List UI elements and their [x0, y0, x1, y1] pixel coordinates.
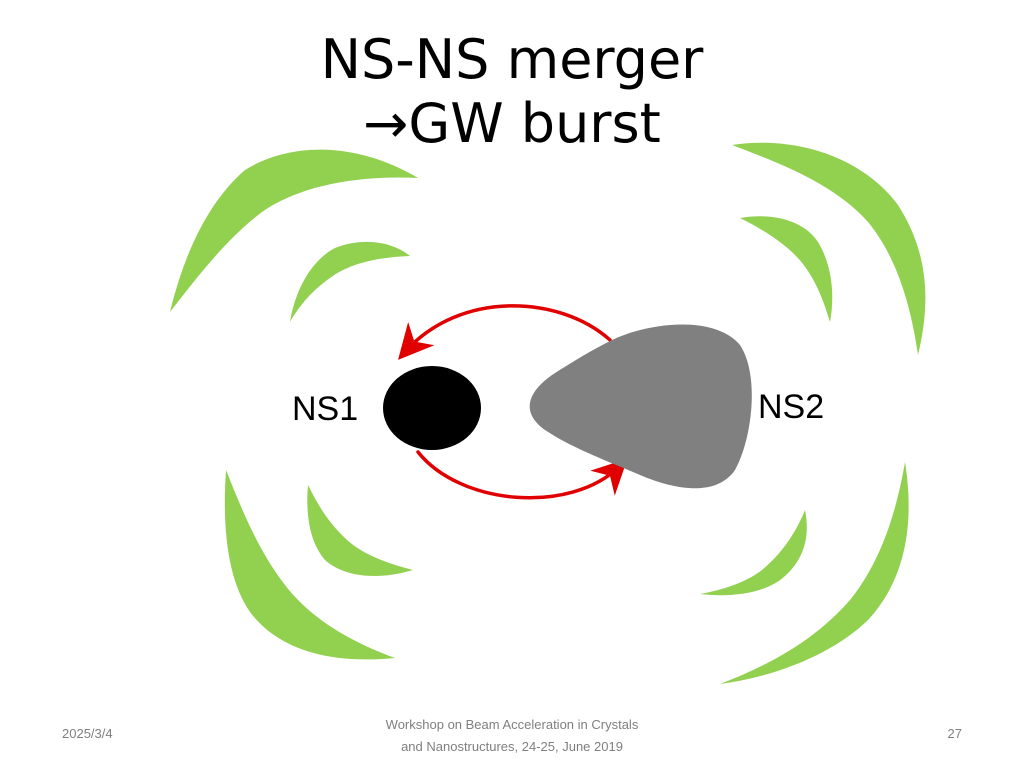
- wave-arc-lower-left-outer: [224, 470, 395, 660]
- wave-arc-lower-right-outer: [720, 462, 909, 684]
- ns1-star: [383, 366, 481, 450]
- title-line-1: NS-NS merger: [320, 28, 704, 91]
- wave-arc-lower-right-inner: [700, 510, 807, 596]
- orbit-arrow-bottom: [416, 450, 628, 500]
- wave-arc-upper-right-inner: [740, 216, 833, 322]
- wave-arc-lower-left-inner: [307, 485, 413, 576]
- wave-arc-upper-left-outer: [170, 149, 418, 312]
- title-line-2: →GW burst: [363, 92, 661, 155]
- wave-arc-upper-left-inner: [290, 241, 410, 322]
- page-number: 27: [947, 726, 962, 741]
- footer-event-line-1: Workshop on Beam Acceleration in Crystal…: [385, 717, 639, 732]
- ns1-label: NS1: [292, 390, 359, 428]
- wave-arc-upper-right-outer: [732, 142, 926, 355]
- ns2-star: [529, 324, 752, 489]
- orbit-arrow-top: [398, 304, 612, 360]
- footer-event-line-2: and Nanostructures, 24-25, June 2019: [401, 739, 623, 754]
- footer-date: 2025/3/4: [62, 726, 113, 741]
- slide-title: NS-NS merger →GW burst: [212, 28, 812, 156]
- ns2-label: NS2: [758, 388, 825, 426]
- footer-event: Workshop on Beam Acceleration in Crystal…: [312, 714, 712, 758]
